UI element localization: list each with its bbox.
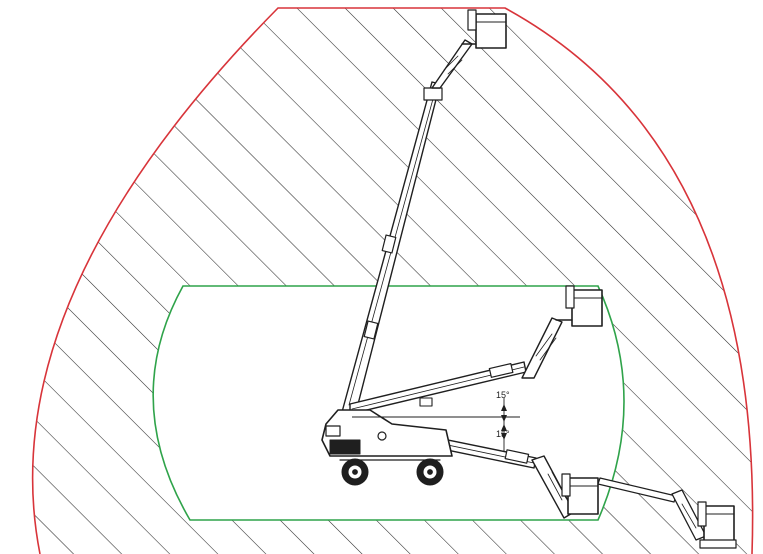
platform-basket-lower (561, 473, 599, 515)
main-boom-raised (341, 39, 473, 413)
angle-label-upper: 15° (496, 390, 510, 400)
platform-basket-bottom (697, 501, 737, 549)
angle-annotations (352, 398, 520, 452)
aerial-lift-machine (321, 9, 737, 549)
wheel-front (416, 458, 444, 486)
outer-envelope-boundary (31, 7, 754, 554)
chassis (321, 409, 453, 461)
platform-basket-middle (555, 285, 603, 327)
angle-label-lower: 15° (496, 429, 510, 439)
platform-basket-top (461, 9, 507, 49)
wheel-rear (341, 458, 369, 486)
